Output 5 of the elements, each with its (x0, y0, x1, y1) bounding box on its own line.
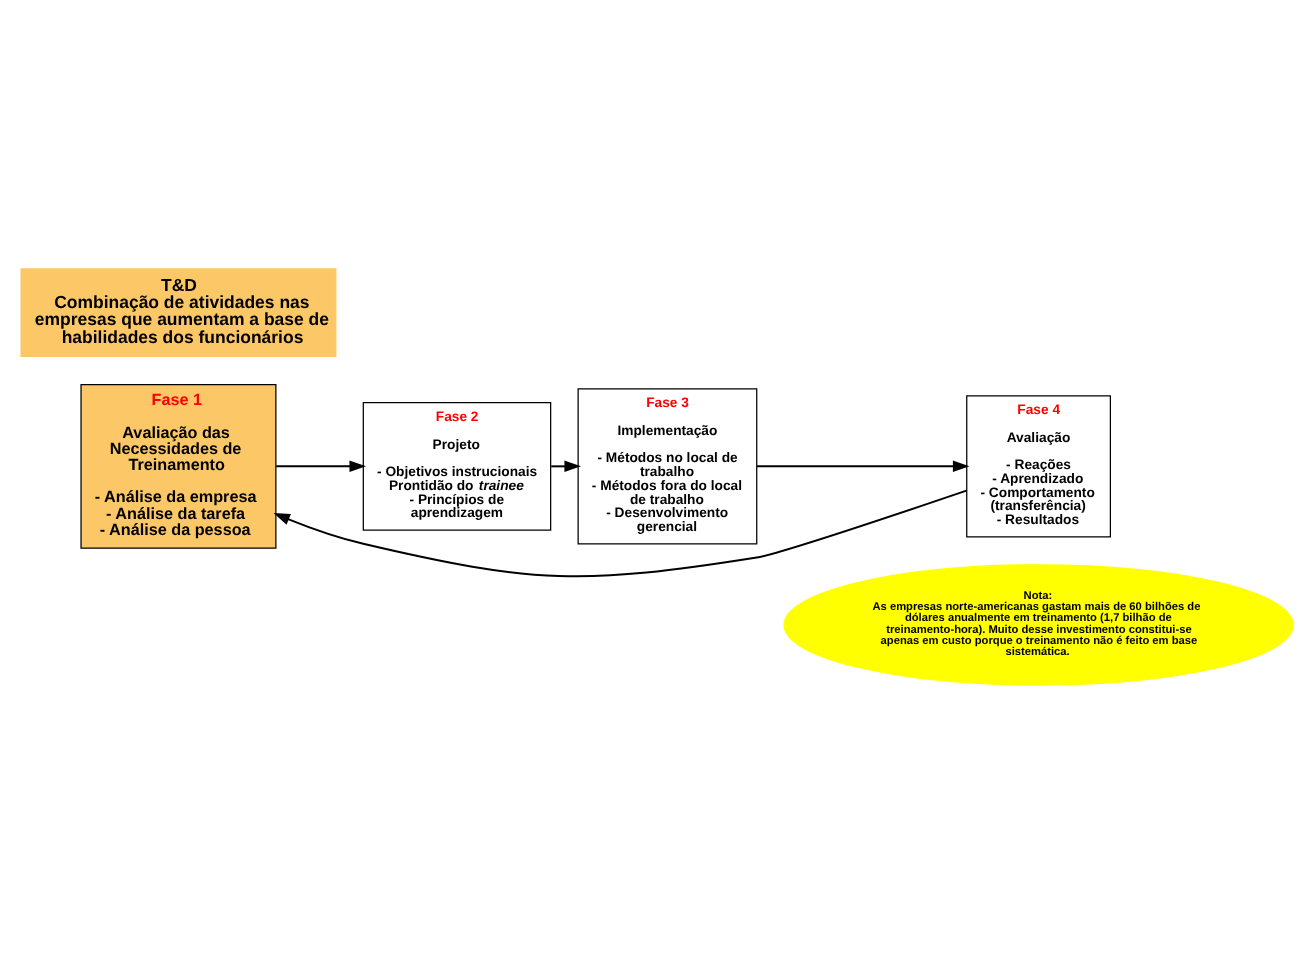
arrow (273, 489, 968, 578)
arrow (550, 460, 581, 473)
arrow (275, 460, 366, 473)
arrow (756, 460, 970, 473)
node-box: T&D Combinação de atividades nas empresas que aumentam a base de habilidades dos funcionários (20, 268, 337, 358)
